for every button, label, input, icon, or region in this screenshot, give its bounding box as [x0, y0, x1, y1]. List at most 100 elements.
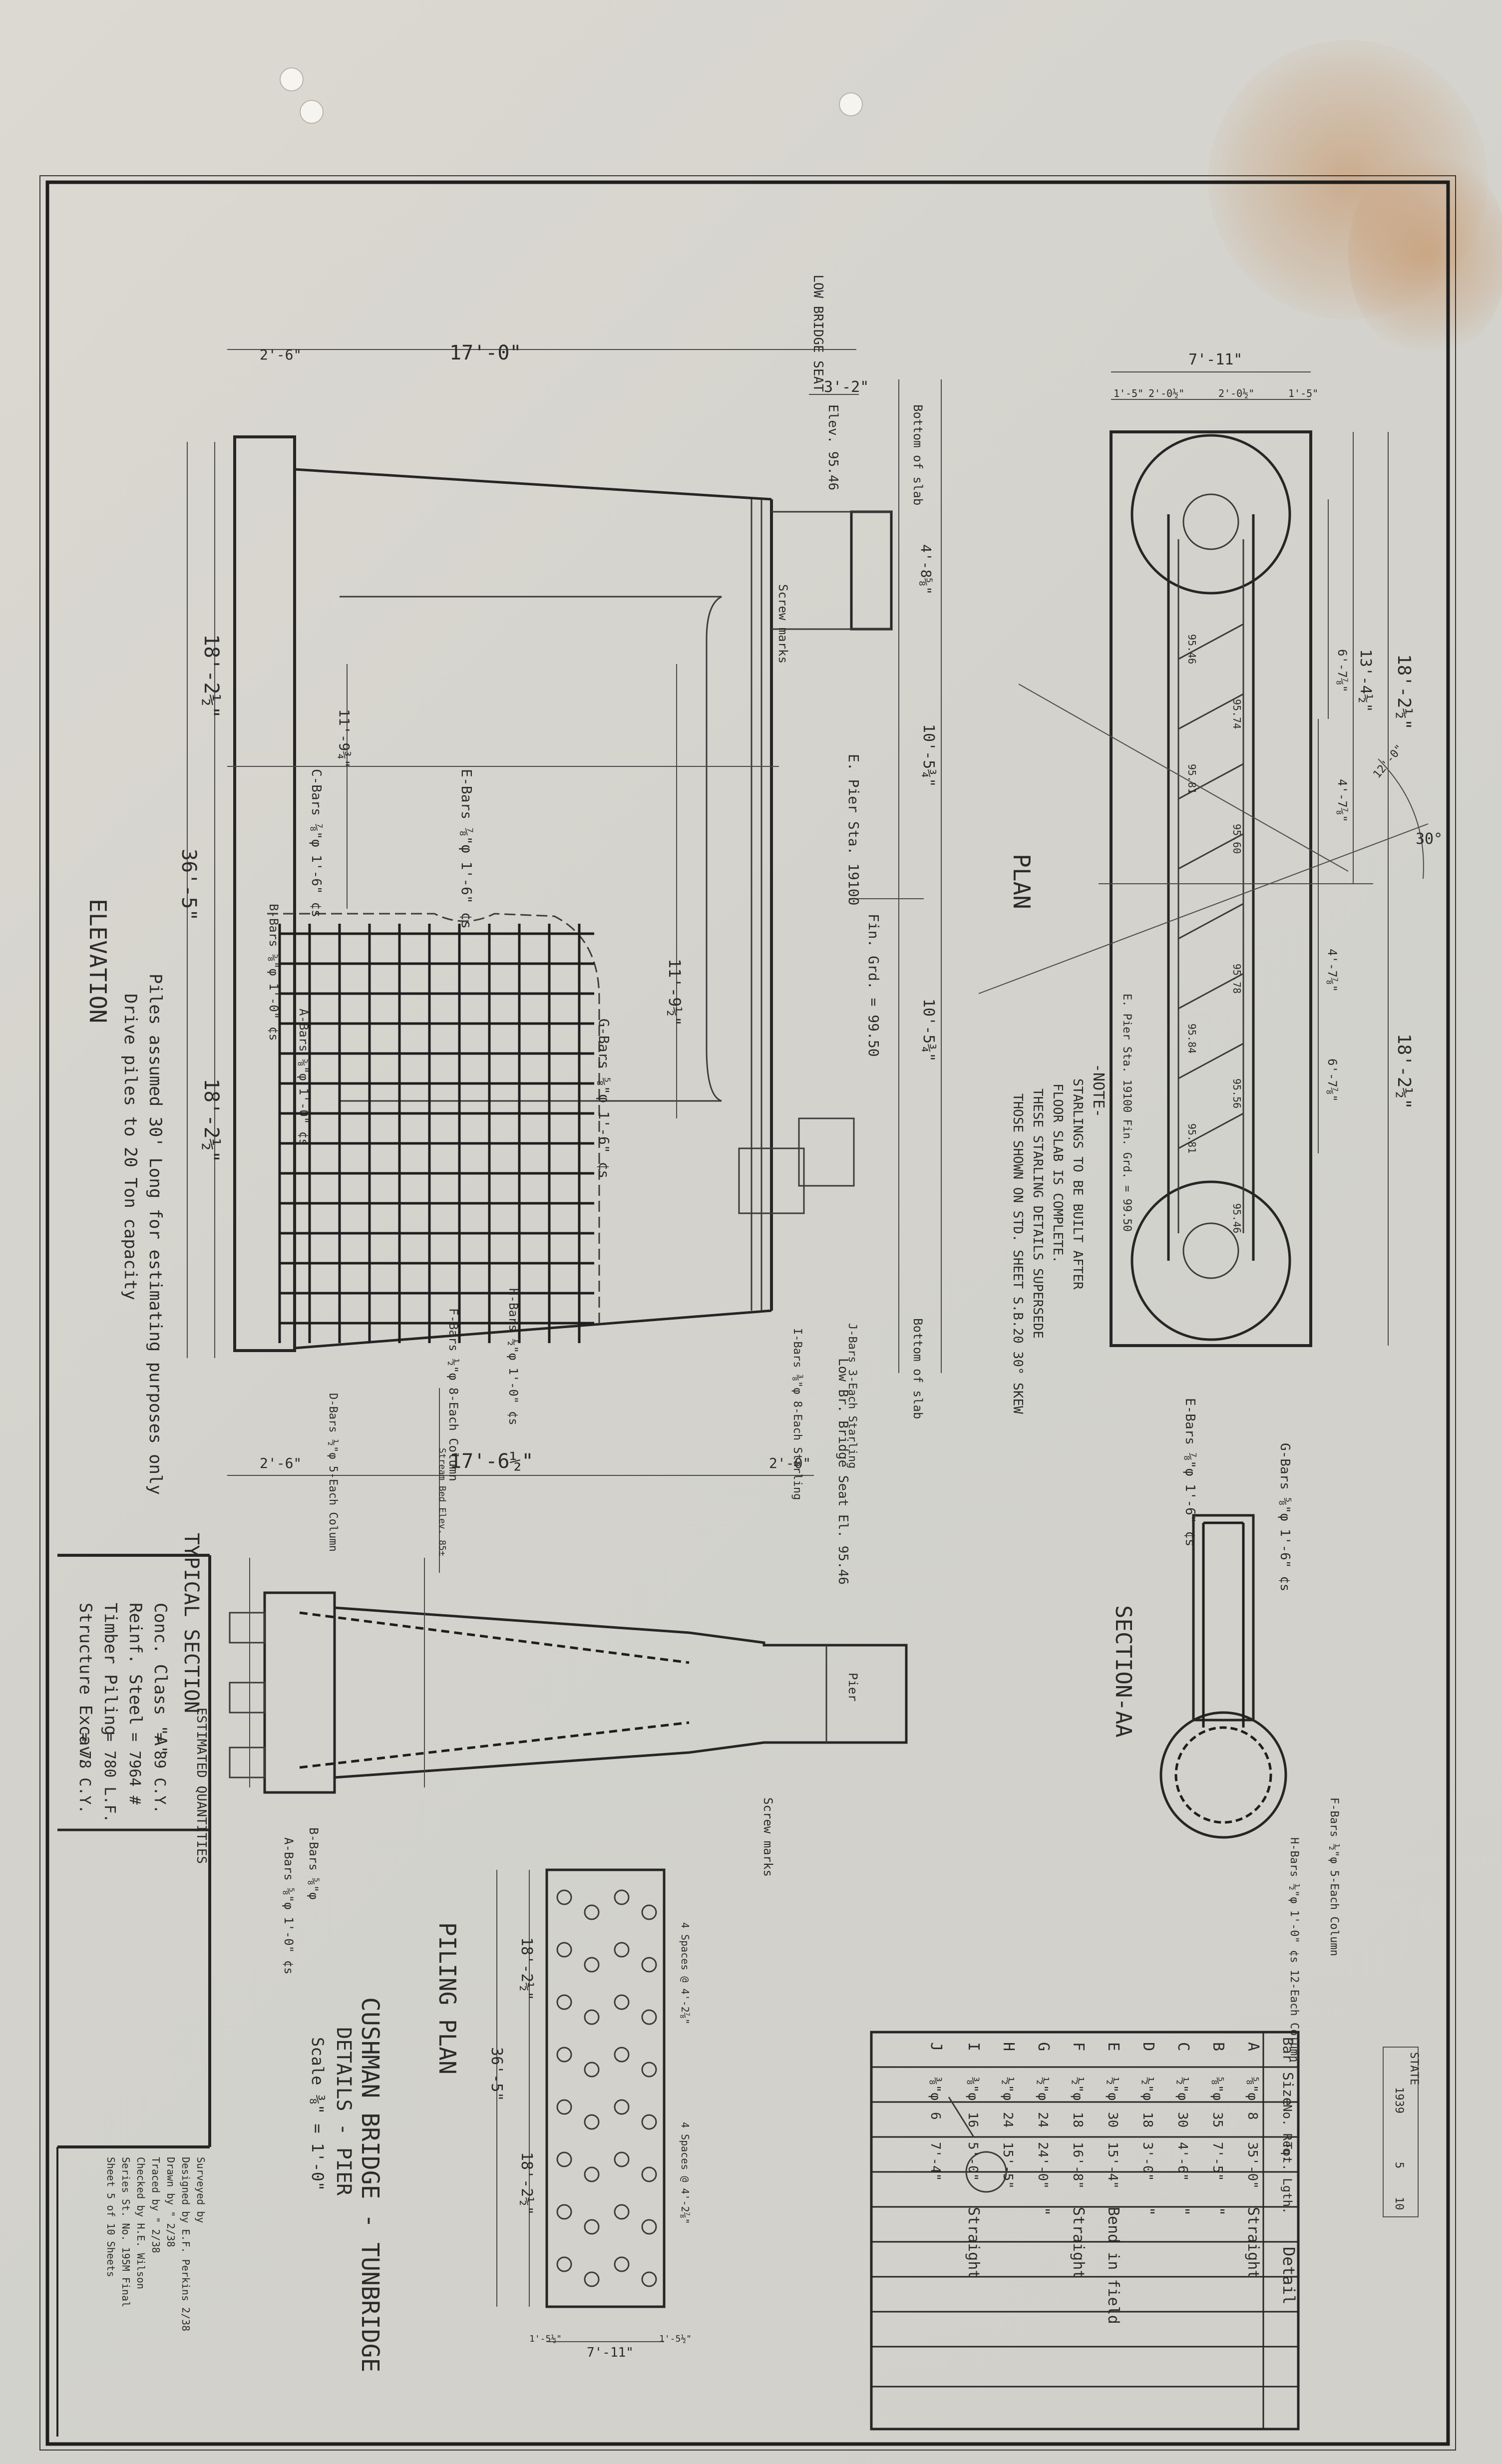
plan-title: PLAN — [1008, 854, 1035, 909]
plan-elevations: 95.46 95.74 95.81 95.60 95.78 95.84 95.8… — [1186, 634, 1243, 1233]
stain — [1348, 150, 1502, 359]
svg-text:F: F — [1070, 2042, 1087, 2051]
svg-text:E-Bars ⅞"φ 1'-6" ¢s: E-Bars ⅞"φ 1'-6" ¢s — [458, 769, 475, 929]
svg-text:Tot. Lgth.: Tot. Lgth. — [1280, 2142, 1294, 2214]
stamp-box — [1383, 2047, 1419, 2217]
svg-text:": " — [1174, 2207, 1192, 2216]
svg-text:1'-5": 1'-5" — [1288, 387, 1318, 399]
svg-text:⅜"φ: ⅜"φ — [928, 2077, 943, 2101]
svg-text:4'-7⅞": 4'-7⅞" — [1325, 949, 1339, 992]
svg-text:Low Br. Bridge Seat El. 95.46: Low Br. Bridge Seat El. 95.46 — [835, 1358, 850, 1585]
svg-text:½"φ: ½"φ — [1035, 2077, 1050, 2101]
svg-text:1'-5½": 1'-5½" — [529, 2334, 562, 2344]
svg-text:Sheet 5 of 10 Sheets: Sheet 5 of 10 Sheets — [105, 2157, 117, 2277]
quantities-box — [56, 1554, 211, 2437]
svg-text:I: I — [965, 2042, 982, 2051]
svg-text:36'-5": 36'-5" — [177, 849, 200, 921]
svg-text:18'-2½": 18'-2½" — [200, 1078, 223, 1163]
svg-text:G: G — [1035, 2042, 1052, 2051]
svg-text:10'-5¾": 10'-5¾" — [920, 999, 937, 1061]
svg-text:TYPICAL SECTION: TYPICAL SECTION — [180, 1533, 203, 1713]
bar-schedule-row: J ⅜"φ 6 7'-4" — [927, 2042, 945, 2181]
quantities-list: Conc. Class "A" = 89 C.Y. Reinf. Steel =… — [75, 1603, 170, 1823]
svg-text:H-Bars ½"φ 1'-0" ¢s: H-Bars ½"φ 1'-0" ¢s — [506, 1288, 520, 1425]
svg-text:Straight: Straight — [1070, 2207, 1087, 2279]
svg-text:35: 35 — [1210, 2112, 1225, 2127]
plan-dimensions: 7'-11" 1'-5" 2'-0½" 2'-0½" 1'-5" 18'-2½"… — [1114, 351, 1443, 1232]
svg-text:2'-6": 2'-6" — [260, 347, 302, 363]
svg-text:95.56: 95.56 — [1231, 1078, 1243, 1108]
svg-text:4'-6": 4'-6" — [1175, 2142, 1190, 2181]
svg-text:6'-7⅞": 6'-7⅞" — [1335, 649, 1349, 693]
svg-text:E-Bars ⅞"φ 1'-6" ¢s: E-Bars ⅞"φ 1'-6" ¢s — [1182, 1398, 1197, 1546]
section-aa-title: SECTION-AA — [1111, 1605, 1136, 1738]
bar-schedule-row: D ½"φ 18 3'-0" " — [1139, 2042, 1157, 2216]
bar-schedule-row: B ⅝"φ 35 7'-5" " — [1209, 2042, 1227, 2216]
pile-markers — [556, 1889, 657, 2287]
svg-text:Bottom of slab: Bottom of slab — [911, 1318, 925, 1419]
svg-text:18'-2½": 18'-2½" — [1394, 654, 1414, 730]
svg-text:Straight: Straight — [965, 2207, 982, 2279]
svg-text:⅝"φ: ⅝"φ — [1210, 2077, 1225, 2101]
svg-text:1939: 1939 — [1393, 2087, 1405, 2113]
svg-text:PLAN: PLAN — [1008, 854, 1035, 909]
pile-stubs — [229, 1612, 266, 1778]
svg-text:Screw marks: Screw marks — [776, 584, 790, 664]
bar-schedule-grid — [870, 2031, 1300, 2431]
svg-text:Pier: Pier — [846, 1673, 860, 1702]
svg-text:Bend in field: Bend in field — [1105, 2207, 1122, 2324]
bar-schedule-row: A ⅝"φ 8 35'-0" Straight — [1244, 2042, 1262, 2279]
svg-text:4 Spaces @ 4'-2⅞": 4 Spaces @ 4'-2⅞" — [679, 2122, 691, 2224]
svg-text:F-Bars ½"φ 5-Each Column: F-Bars ½"φ 5-Each Column — [1328, 1797, 1340, 1956]
svg-text:½"φ: ½"φ — [1105, 2077, 1120, 2101]
svg-text:18'-2½": 18'-2½" — [518, 2152, 535, 2215]
svg-text:H-Bars ½"φ 1'-0" ¢s 12-Each Co: H-Bars ½"φ 1'-0" ¢s 12-Each Column — [1288, 1837, 1300, 2062]
stamp: STATE 1939 5 10 — [1393, 2052, 1420, 2210]
svg-text:G-Bars ⅝"φ 1'-6" ¢s: G-Bars ⅝"φ 1'-6" ¢s — [1277, 1443, 1292, 1591]
svg-text:5: 5 — [1393, 2162, 1405, 2168]
piling-plan-dims: 18'-2½" 36'-5" 18'-2½" 7'-11" 1'-5½" 1'-… — [488, 1922, 692, 2360]
svg-text:J: J — [927, 2042, 945, 2051]
sheet-border-outer — [39, 175, 1456, 2451]
svg-text:Piles assumed 30' Long for est: Piles assumed 30' Long for estimating pu… — [145, 974, 165, 1495]
svg-text:18: 18 — [1140, 2112, 1155, 2127]
svg-text:7'-4": 7'-4" — [928, 2142, 943, 2181]
svg-text:8: 8 — [1245, 2112, 1260, 2120]
elevation-view — [187, 349, 942, 1476]
svg-text:Bar: Bar — [1280, 2037, 1296, 2063]
plan-note: -NOTE- STARLINGS TO BE BUILT AFTER FLOOR… — [1010, 1063, 1107, 1414]
svg-text:THOSE SHOWN ON STD. SHEET S.B.: THOSE SHOWN ON STD. SHEET S.B.20 30° SKE… — [1010, 1093, 1025, 1414]
svg-text:Detail: Detail — [1279, 2247, 1298, 2305]
svg-text:36'-5": 36'-5" — [488, 2047, 505, 2101]
section-aa-bars: G-Bars ⅝"φ 1'-6" ¢s E-Bars ⅞"φ 1'-6" ¢s … — [1182, 1398, 1340, 2062]
bar-schedule-row: C ½"φ 30 4'-6" " — [1174, 2042, 1192, 2216]
svg-text:⅝"φ: ⅝"φ — [1245, 2077, 1260, 2101]
svg-text:Elev. 95.46: Elev. 95.46 — [825, 404, 840, 490]
svg-text:Drive piles to 20 Ton capacity: Drive piles to 20 Ton capacity — [120, 994, 140, 1300]
svg-text:Fin. Grd. = 99.50: Fin. Grd. = 99.50 — [865, 914, 882, 1057]
title-block-credits: Surveyed by Designed by E.F. Perkins 2/3… — [105, 2157, 207, 2331]
punch-hole — [280, 67, 304, 91]
svg-text:Structure Excav.: Structure Excav. — [75, 1603, 95, 1766]
svg-text:5'-0": 5'-0" — [965, 2142, 980, 2181]
svg-text:4'-8⅝": 4'-8⅝" — [918, 544, 934, 595]
bar-schedule-row: G ½"φ 24 24'-0" " — [1035, 2042, 1052, 2216]
svg-text:½"φ: ½"φ — [1140, 2077, 1155, 2101]
svg-text:35'-0": 35'-0" — [1245, 2142, 1260, 2189]
svg-text:CUSHMAN BRIDGE - TUNBRIDGE: CUSHMAN BRIDGE - TUNBRIDGE — [356, 1997, 384, 2372]
svg-text:Designed by E.F. Perkins 2/3: Designed by E.F. Perkins 2/38 — [180, 2157, 192, 2331]
svg-text:Checked by H.E. Wilson: Checked by H.E. Wilson — [135, 2157, 147, 2289]
svg-text:E. Pier Sta. 19100: E. Pier Sta. 19100 — [845, 754, 862, 905]
svg-text:6: 6 — [928, 2112, 943, 2120]
svg-text:½"φ: ½"φ — [1175, 2077, 1190, 2101]
typical-section-view — [229, 1388, 908, 1794]
svg-text:18: 18 — [1070, 2112, 1085, 2127]
svg-text:16: 16 — [965, 2112, 980, 2127]
svg-text:½"φ: ½"φ — [1070, 2077, 1085, 2101]
bar-schedule-headers: Bar Size No. Req. Tot. Lgth. Detail — [1279, 2037, 1298, 2305]
svg-text:3'-0": 3'-0" — [1140, 2142, 1155, 2181]
svg-text:E. Pier Sta. 19100 Fin. Grd. =: E. Pier Sta. 19100 Fin. Grd. = 99.50 — [1121, 994, 1133, 1232]
svg-text:E: E — [1105, 2042, 1122, 2051]
svg-text:Conc. Class "A": Conc. Class "A" — [150, 1603, 170, 1756]
svg-text:PILING PLAN: PILING PLAN — [434, 1922, 461, 2075]
